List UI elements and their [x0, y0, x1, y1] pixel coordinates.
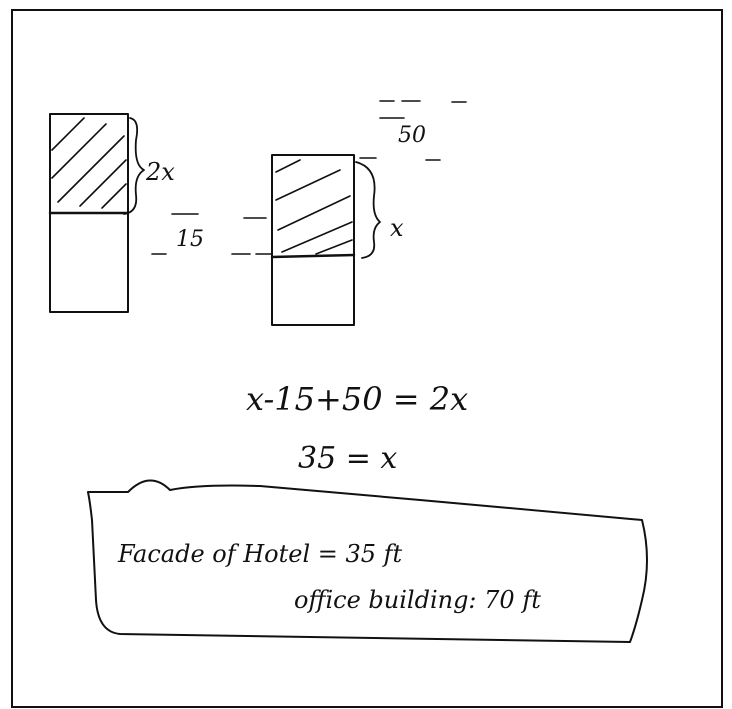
- left-building-hatching: [51, 117, 127, 209]
- answer-line-1: Facade of Hotel = 35 ft: [117, 540, 403, 568]
- right-building-hatching: [275, 159, 353, 255]
- page-border: [11, 9, 723, 708]
- answer-box: [87, 479, 648, 643]
- left-building: 2x: [48, 113, 175, 313]
- right-building-divider: [270, 253, 356, 259]
- right-height-brace: [355, 161, 381, 259]
- offset-dashes: [151, 213, 273, 255]
- equation-line-2: 35 = x: [298, 441, 397, 476]
- right-building-outline: [271, 154, 355, 326]
- left-height-brace: [123, 117, 145, 215]
- top-dashes: [359, 100, 467, 161]
- right-top-label: 50: [398, 123, 426, 148]
- offset-label: 15: [176, 227, 204, 252]
- equation-line-1: x-15+50 = 2x: [246, 380, 468, 418]
- right-building: x: [270, 154, 404, 326]
- left-height-label: 2x: [145, 158, 175, 186]
- answer-line-2: office building: 70 ft: [294, 586, 541, 614]
- right-height-label: x: [390, 214, 404, 242]
